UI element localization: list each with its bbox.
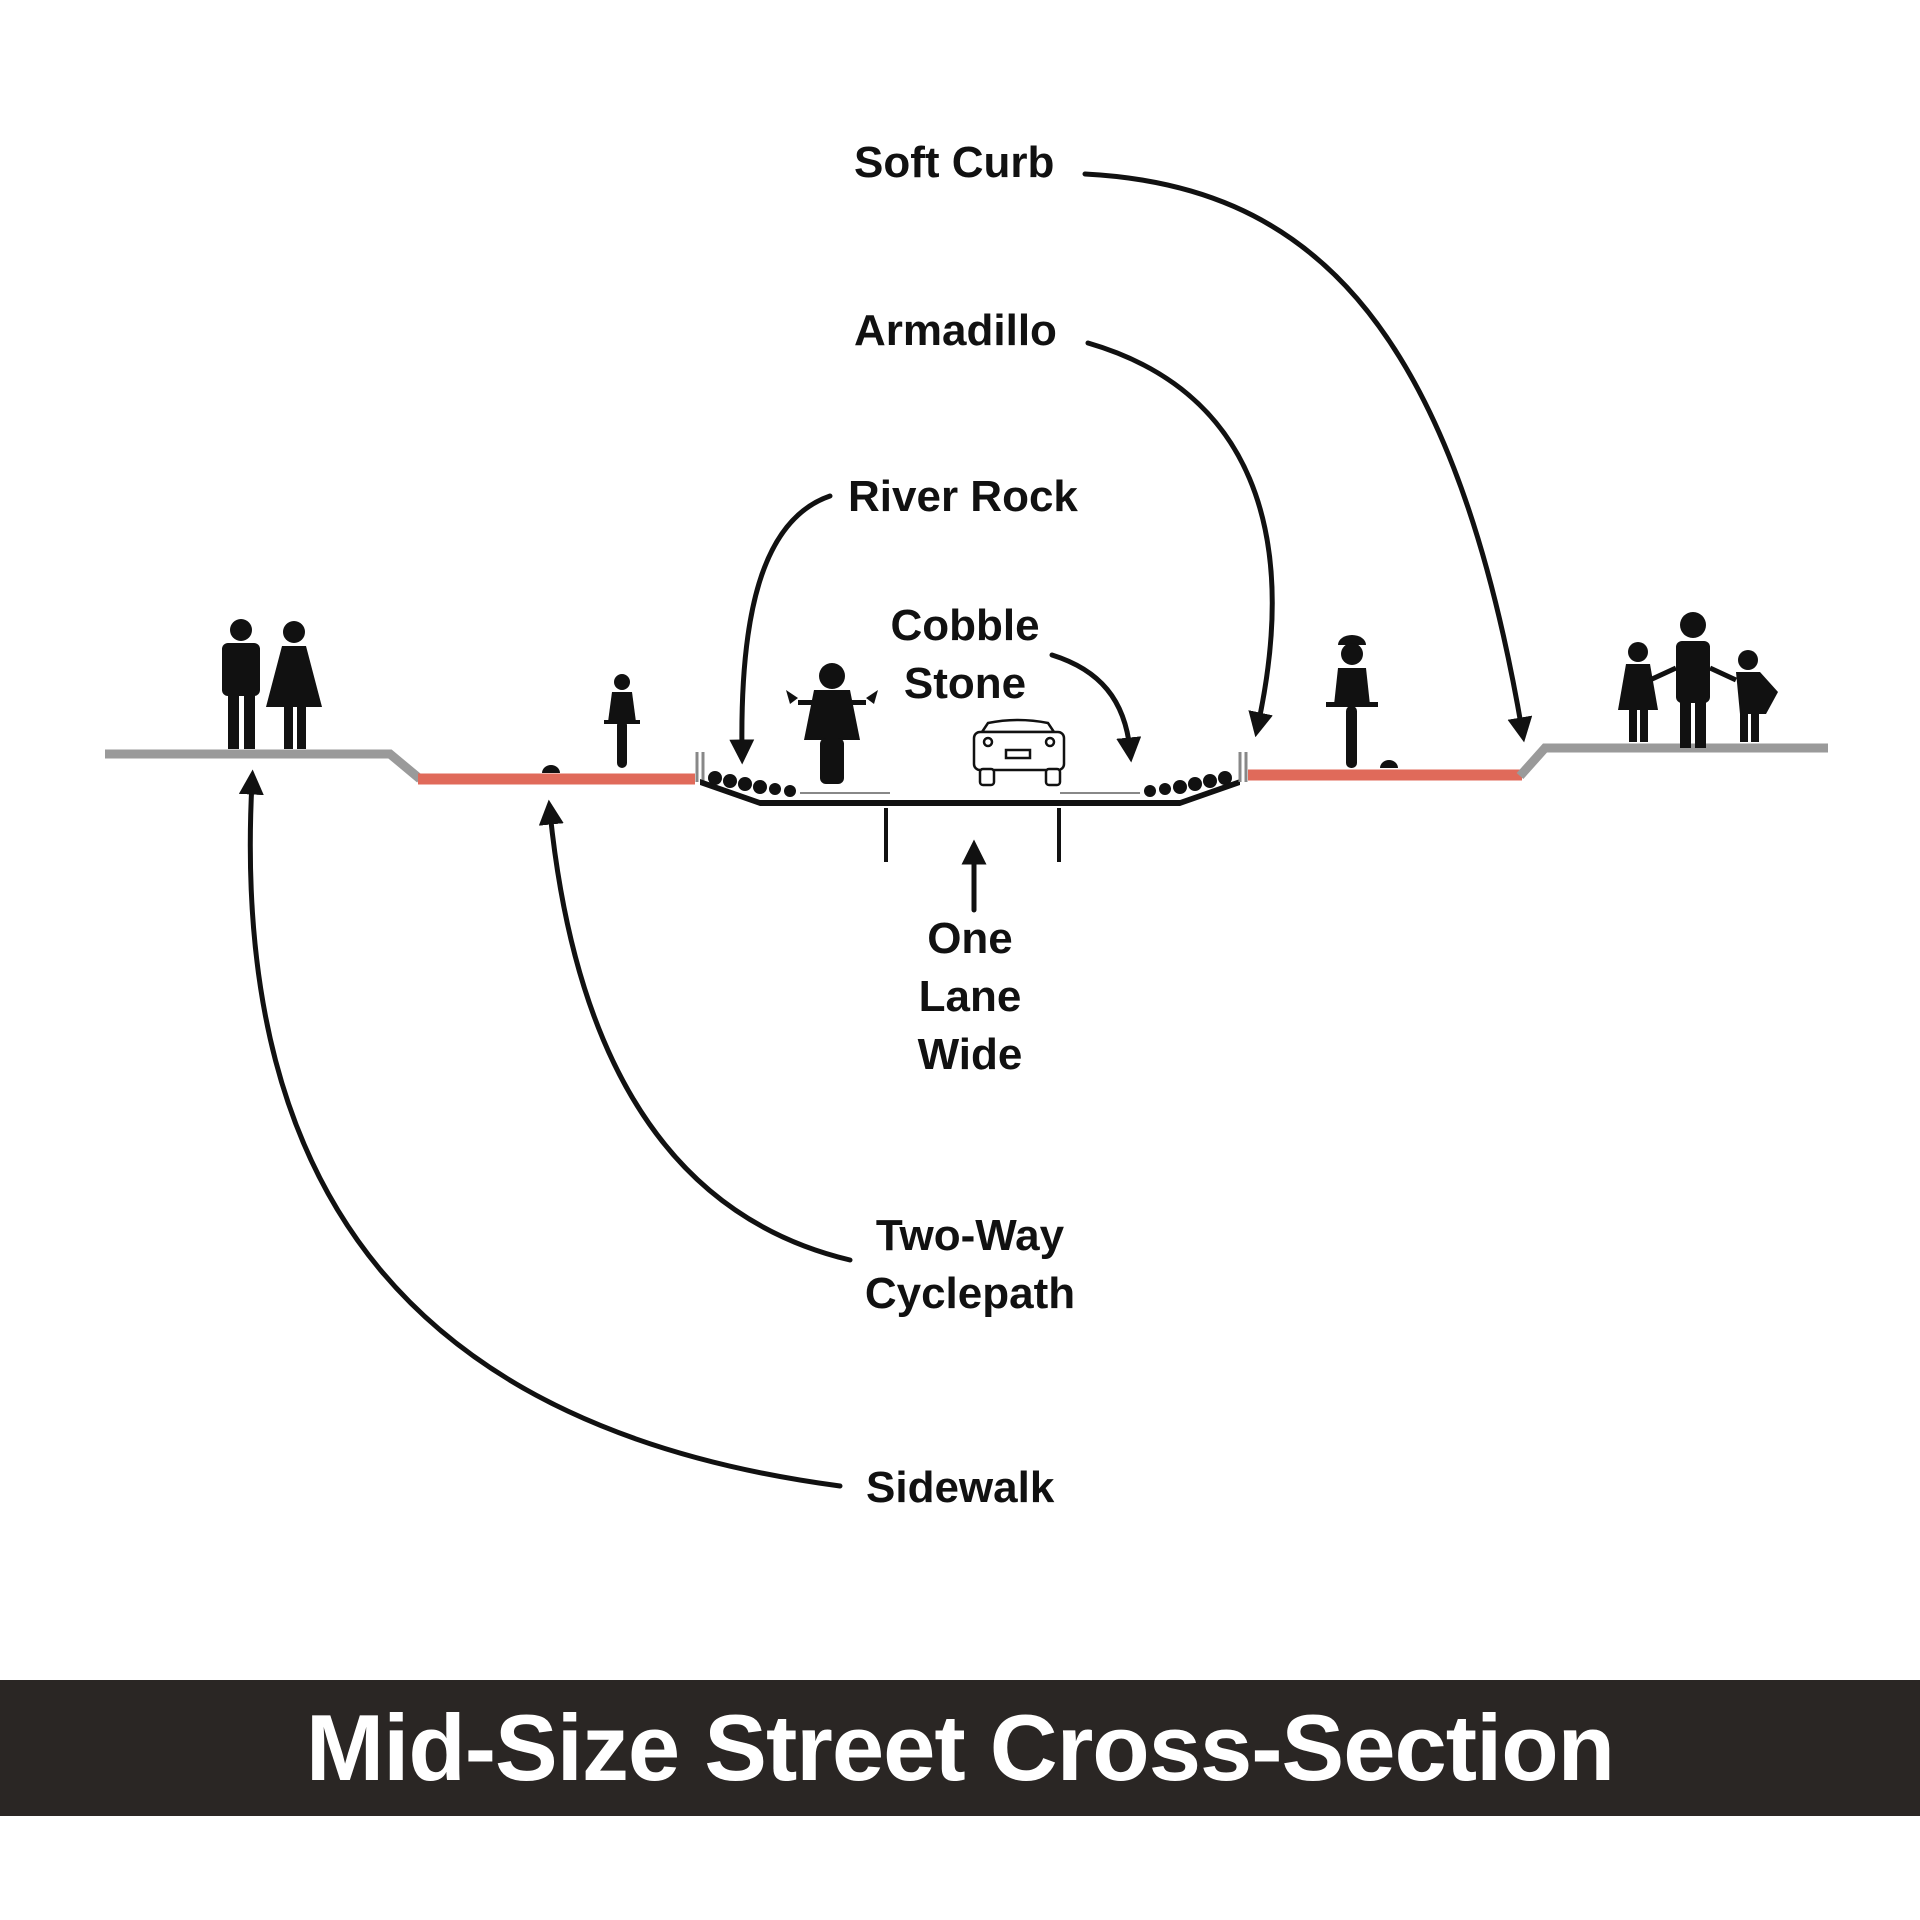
right-sidewalk-surface bbox=[1516, 743, 1828, 779]
label-two-way-cyclepath-line: Two-Way bbox=[875, 1211, 1065, 1260]
river-rock-right bbox=[1144, 771, 1232, 797]
roadway-surface bbox=[700, 779, 1240, 806]
title-bar: Mid-Size Street Cross-Section bbox=[0, 1680, 1920, 1816]
label-sidewalk: Sidewalk bbox=[866, 1463, 1055, 1512]
cyclist-icon bbox=[1326, 635, 1378, 768]
river-rock-left bbox=[708, 771, 796, 797]
pedestrian-couple-icon bbox=[222, 619, 322, 749]
label-soft-curb: Soft Curb bbox=[854, 138, 1055, 187]
label-one-lane-wide: One Lane Wide bbox=[880, 910, 1060, 1084]
label-cobble-stone: Cobble Stone bbox=[870, 597, 1060, 713]
two-way-cyclepath-arrow bbox=[538, 799, 853, 1263]
label-cobble-stone-line: Cobble bbox=[890, 601, 1040, 650]
car-icon bbox=[972, 718, 1066, 787]
cobble-stone-arrow bbox=[1049, 652, 1142, 763]
label-armadillo: Armadillo bbox=[854, 306, 1057, 355]
armadillo-arrow bbox=[1085, 340, 1275, 738]
ground-profile bbox=[105, 743, 1828, 806]
label-two-way-cyclepath-line: Cyclepath bbox=[864, 1269, 1076, 1318]
label-cobble-stone-line: Stone bbox=[903, 659, 1027, 708]
label-one-lane-wide-line: Wide bbox=[917, 1030, 1023, 1079]
armadillo-bump bbox=[542, 765, 560, 773]
family-icon bbox=[1618, 612, 1778, 748]
cyclist-icon bbox=[604, 674, 640, 768]
label-one-lane-wide-line: Lane bbox=[918, 972, 1022, 1021]
diagram-title: Mid-Size Street Cross-Section bbox=[305, 1695, 1615, 1800]
soft-curb-arrow bbox=[1082, 171, 1533, 743]
motorcycle-icon bbox=[786, 663, 878, 784]
left-sidewalk-surface bbox=[105, 749, 423, 783]
label-one-lane-wide-line: One bbox=[927, 914, 1013, 963]
label-river-rock: River Rock bbox=[848, 472, 1078, 521]
label-two-way-cyclepath: Two-Way Cyclepath bbox=[845, 1207, 1095, 1323]
sidewalk-arrow bbox=[238, 769, 843, 1489]
armadillo-bump bbox=[1380, 760, 1398, 768]
river-rock-arrow bbox=[729, 493, 833, 765]
